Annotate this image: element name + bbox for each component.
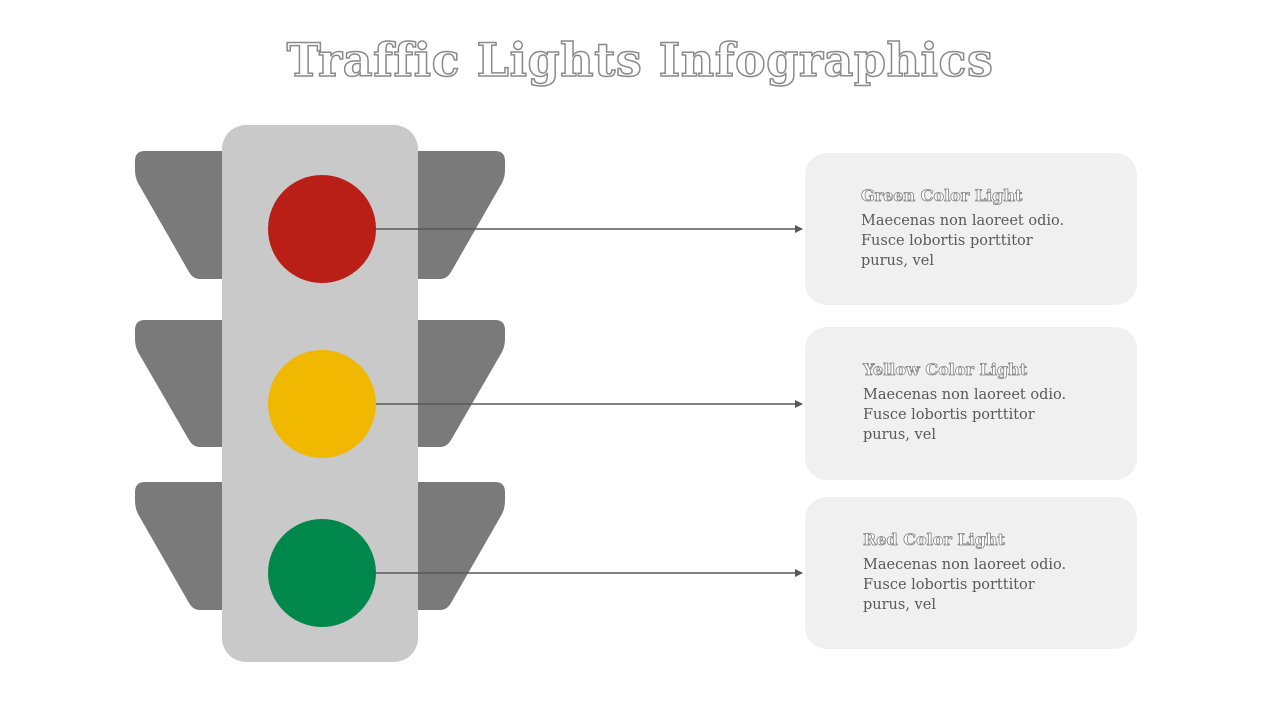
card-body: Maecenas non laoreet odio. Fusce loborti…	[863, 557, 1067, 613]
card-title: Yellow Color Light	[863, 360, 1028, 380]
green-light	[268, 519, 376, 627]
page-title: Traffic Lights Infographics	[286, 32, 994, 88]
card-body: Maecenas non laoreet odio. Fusce loborti…	[861, 213, 1065, 269]
visor-middle-left	[135, 320, 232, 447]
visor-bottom	[135, 482, 505, 610]
visor-top	[135, 151, 505, 279]
info-card-green: Green Color Light Maecenas non laoreet o…	[805, 153, 1137, 305]
visor-middle-right	[408, 320, 505, 447]
info-card-yellow: Yellow Color Light Maecenas non laoreet …	[805, 327, 1137, 480]
info-card-red: Red Color Light Maecenas non laoreet odi…	[805, 497, 1137, 649]
visor-top-left	[135, 151, 232, 279]
visor-bottom-right	[408, 482, 505, 610]
visor-top-right	[408, 151, 505, 279]
red-light	[268, 175, 376, 283]
yellow-light	[268, 350, 376, 458]
card-title: Green Color Light	[861, 186, 1023, 206]
visor-middle	[135, 320, 505, 447]
card-body: Maecenas non laoreet odio. Fusce loborti…	[863, 387, 1067, 443]
card-title: Red Color Light	[863, 530, 1006, 550]
visor-bottom-left	[135, 482, 232, 610]
